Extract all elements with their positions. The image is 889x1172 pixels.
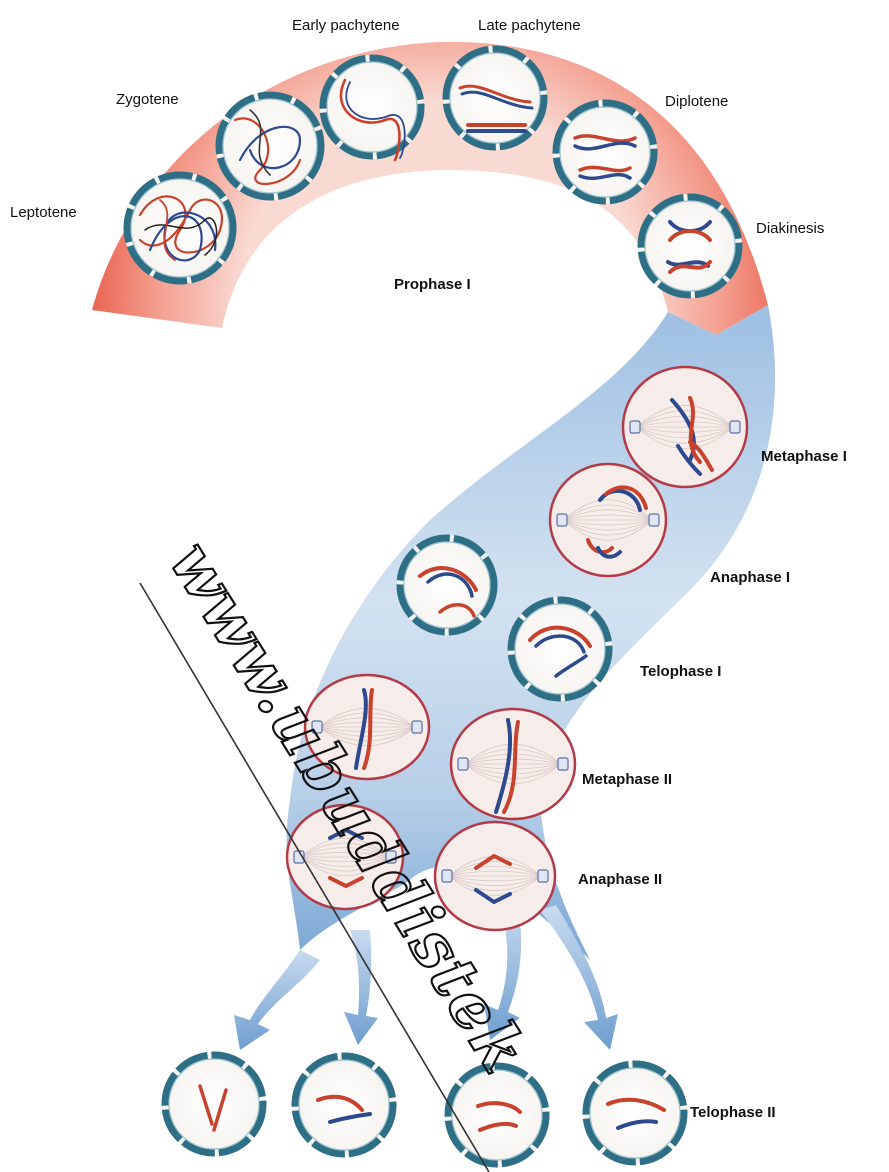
cell-telophase-1-right (508, 597, 612, 701)
label-telophase-2: Telophase II (690, 1104, 776, 1121)
cell-diplotene (553, 100, 657, 204)
label-prophase-1: Prophase I (394, 276, 471, 293)
cell-early-pachytene (320, 55, 424, 160)
label-leptotene: Leptotene (10, 204, 77, 221)
label-telophase-1: Telophase I (640, 663, 721, 680)
label-diakinesis: Diakinesis (756, 220, 824, 237)
label-zygotene: Zygotene (116, 91, 179, 108)
label-metaphase-1: Metaphase I (761, 448, 847, 465)
cell-zygotene (216, 92, 324, 200)
label-late-pachytene: Late pachytene (478, 17, 581, 34)
cell-leptotene (124, 172, 236, 284)
cell-diakinesis (638, 194, 742, 298)
label-metaphase-2: Metaphase II (582, 771, 672, 788)
cell-anaphase-1 (550, 464, 666, 576)
cell-late-pachytene (443, 46, 547, 150)
label-diplotene: Diplotene (665, 93, 728, 110)
label-anaphase-1: Anaphase I (710, 569, 790, 586)
cell-telophase-2-1 (162, 1052, 266, 1156)
label-early-pachytene: Early pachytene (292, 17, 400, 34)
cell-telophase-2-3 (445, 1063, 549, 1167)
cell-telophase-1-left (397, 535, 497, 635)
cell-telophase-2-2 (292, 1053, 396, 1157)
cell-telophase-2-4 (583, 1061, 687, 1165)
cell-metaphase-2-right (451, 709, 575, 819)
cell-metaphase-1 (623, 367, 747, 487)
label-anaphase-2: Anaphase II (578, 871, 662, 888)
